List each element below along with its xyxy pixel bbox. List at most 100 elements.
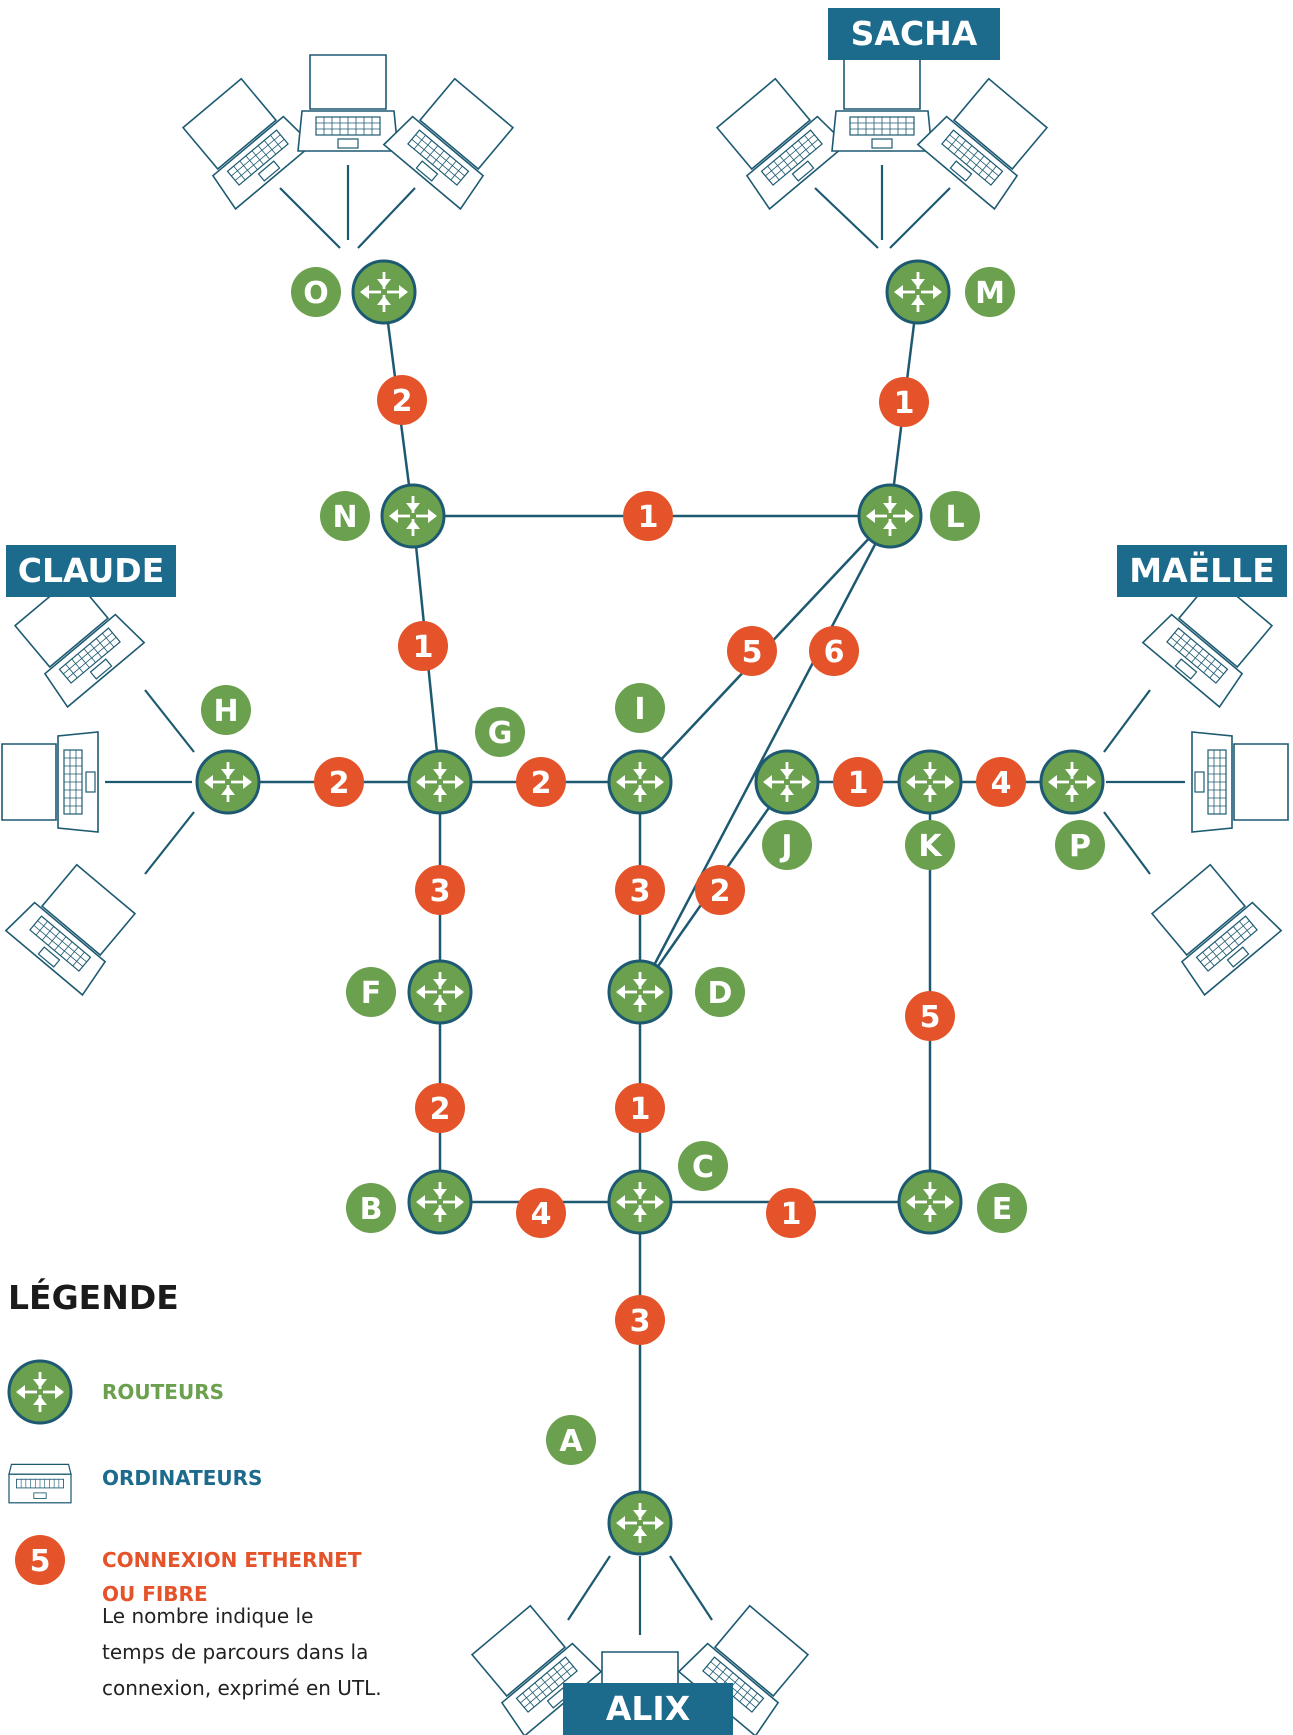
router-i [607,749,673,815]
laptop-m-2 [831,54,933,152]
laptop-m-1 [715,77,848,211]
router-label-g: G [475,707,525,757]
svg-text:1: 1 [630,1092,651,1127]
cost-badge-B-C: 4 [516,1188,566,1238]
router-label-a: A [546,1415,596,1465]
router-d [607,959,673,1025]
router-label-d: D [695,967,745,1017]
svg-text:5: 5 [742,635,763,670]
link-L-D [638,515,892,993]
legend-description: Le nombre indique le temps de parcours d… [102,1598,432,1706]
cable-p-3 [1103,811,1151,875]
cost-badge-G-I: 2 [516,757,566,807]
cost-badge-J-D: 2 [695,865,745,915]
router-label-m: M [965,267,1015,317]
svg-text:2: 2 [710,874,731,909]
laptop-o-3 [382,77,515,211]
cost-badge-I-D: 3 [615,865,665,915]
laptop-h-1 [13,575,146,709]
svg-text:5: 5 [920,1000,941,1035]
router-label-o: O [291,267,341,317]
cable-p-1 [1103,689,1151,753]
legend-desc-line3: connexion, exprimé en UTL. [102,1676,382,1700]
laptop-m-3 [916,77,1049,211]
router-label-p: P [1055,820,1105,870]
router-g [407,749,473,815]
router-label-j: J [762,820,812,870]
legend-connection-icon: 5 [15,1535,65,1585]
cost-badge-C-A: 3 [615,1295,665,1345]
router-b [407,1169,473,1235]
router-label-l: L [930,491,980,541]
svg-text:M: M [975,276,1005,311]
legend-connection-line1: CONNEXION ETHERNET [102,1548,362,1572]
svg-text:F: F [361,976,382,1011]
svg-text:4: 4 [531,1197,552,1232]
laptop-h-3 [4,863,137,997]
costs-layer: 2 1 1 1 5 6 2 2 1 4 3 3 2 2 1 5 4 1 3 [314,375,1026,1345]
svg-text:E: E [992,1192,1013,1227]
cost-badge-C-E: 1 [766,1188,816,1238]
router-label-i: I [615,683,665,733]
svg-text:6: 6 [824,635,845,670]
legend-icons: 5 [7,1359,73,1585]
svg-text:2: 2 [329,766,350,801]
cable-h-3 [144,811,195,875]
user-label-claude: CLAUDE [6,545,176,597]
router-l [857,483,923,549]
cost-badge-M-L: 1 [879,377,929,427]
legend-computers-label: ORDINATEURS [102,1466,263,1490]
router-c [607,1169,673,1235]
laptop-p-3 [1150,863,1283,997]
cost-badge-N-L: 1 [623,491,673,541]
cost-badge-G-F: 3 [415,865,465,915]
legend-desc-line1: Le nombre indique le [102,1604,314,1628]
svg-text:G: G [488,716,513,751]
svg-text:H: H [213,694,238,729]
laptop-h-2 [1,731,99,833]
legend-routers-label: ROUTEURS [102,1380,224,1404]
router-label-n: N [320,491,370,541]
cable-a-1 [567,1555,611,1621]
laptop-p-1 [1141,575,1274,709]
svg-text:2: 2 [531,766,552,801]
cable-m-1 [814,187,879,249]
router-f [407,959,473,1025]
svg-text:J: J [779,829,792,864]
cable-a-3 [669,1555,713,1621]
svg-text:D: D [708,976,733,1011]
router-j [754,749,820,815]
router-h [195,749,261,815]
svg-text:4: 4 [991,766,1012,801]
routers-layer [195,259,1105,1556]
cost-badge-J-K: 1 [833,757,883,807]
cable-h-1 [144,689,195,753]
svg-text:L: L [945,500,964,535]
svg-text:1: 1 [848,766,869,801]
laptop-p-2 [1191,731,1289,833]
cost-badge-L-I: 5 [727,626,777,676]
svg-text:1: 1 [781,1197,802,1232]
svg-text:B: B [360,1192,383,1227]
svg-text:C: C [692,1150,714,1185]
router-a [607,1490,673,1556]
svg-text:I: I [634,692,645,727]
svg-text:P: P [1069,829,1091,864]
router-label-c: C [678,1141,728,1191]
cost-badge-O-N: 2 [377,375,427,425]
svg-text:1: 1 [413,630,434,665]
svg-text:N: N [332,500,357,535]
cost-badge-D-C: 1 [615,1083,665,1133]
cost-badge-F-B: 2 [415,1083,465,1133]
svg-text:A: A [559,1424,583,1459]
svg-text:2: 2 [430,1092,451,1127]
legend-computer-icon [8,1463,72,1504]
router-n [380,483,446,549]
router-label-b: B [346,1183,396,1233]
user-label-sacha: SACHA [828,8,1000,60]
cable-m-3 [889,187,951,249]
legend-connection-line2: OU FIBRE [102,1582,208,1606]
legend-desc-line2: temps de parcours dans la [102,1640,369,1664]
